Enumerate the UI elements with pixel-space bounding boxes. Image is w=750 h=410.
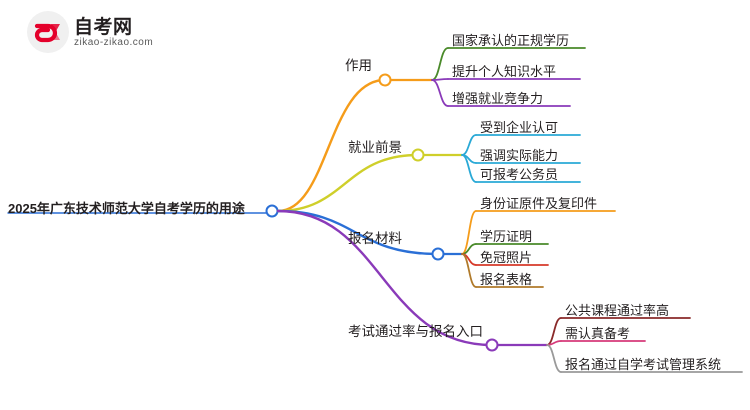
leaf-label-1-1: 国家承认的正规学历 (452, 33, 570, 48)
branch-label-3: 报名材料 (348, 231, 402, 246)
leaf-label-4-3: 报名通过自学考试管理系统 (565, 357, 722, 372)
leaf-label-1-2: 提升个人知识水平 (452, 64, 557, 79)
leaf-label-3-2: 学历证明 (480, 229, 533, 244)
branch-label-4: 考试通过率与报名入口 (348, 324, 483, 339)
site-logo: 自考网 zikao-zikao.com (26, 8, 186, 58)
branch-label-1: 作用 (345, 58, 372, 73)
leaf-label-3-3: 免冠照片 (480, 250, 533, 265)
root-label: 2025年广东技术师范大学自考学历的用途 (8, 201, 245, 216)
leaf-label-3-4: 报名表格 (480, 272, 533, 287)
leaf-label-1-3: 增强就业竞争力 (452, 91, 544, 106)
leaf-label-2-3: 可报考公务员 (480, 167, 559, 182)
leaf-label-3-1: 身份证原件及复印件 (480, 196, 598, 211)
zikao-logo-icon (27, 11, 69, 53)
leaf-label-4-1: 公共课程通过率高 (565, 303, 670, 318)
branch-label-2: 就业前景 (348, 140, 402, 155)
leaf-label-2-2: 强调实际能力 (480, 148, 559, 163)
logo-domain-text: zikao-zikao.com (74, 37, 154, 48)
leaf-label-2-1: 受到企业认可 (480, 120, 559, 135)
logo-brand-text: 自考网 (74, 17, 133, 38)
leaf-label-4-2: 需认真备考 (565, 326, 631, 341)
